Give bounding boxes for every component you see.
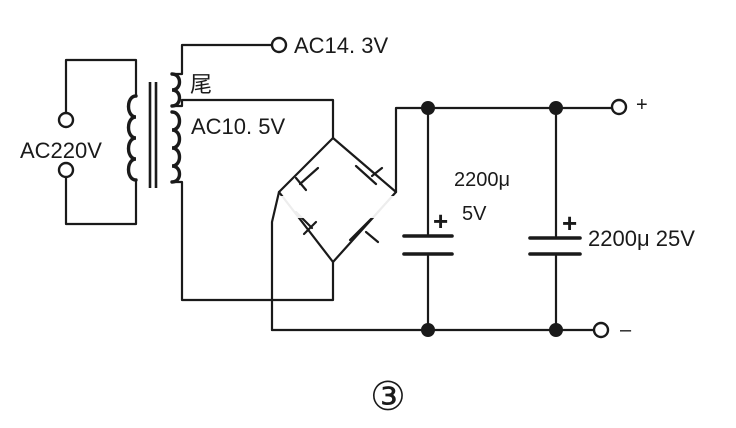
secondary-winding-upper [170,72,182,108]
tap-terminal [270,36,288,54]
secondary-lead-bottom [170,180,335,302]
capacitor-2 [528,106,582,332]
secondary-tail-label: 尾 [190,72,212,97]
secondary-winding-lower [170,110,182,184]
output-positive-label: + [636,94,648,116]
bridge-positive-lead [394,106,430,194]
bridge-negative-lead [270,190,281,332]
cap2-plus-mark: + [562,208,577,238]
input-terminal-top [57,111,75,129]
cap1-value-label: 2200μ [454,169,510,191]
tap-wire [170,43,274,76]
labels: AC220V AC14. 3V 尾 AC10. 5V 2200μ 5V + + … [20,33,695,419]
cap1-plus-mark: + [433,206,448,236]
diode-lower-right [348,216,380,244]
primary-winding [126,94,138,182]
diode-upper-left [294,166,320,192]
cap2-value-label: 2200μ 25V [588,226,695,251]
primary-top-wire [64,58,138,115]
output-terminal-positive [610,98,628,116]
primary-circuit [57,58,138,226]
capacitor-1 [402,106,454,332]
diode-upper-right [354,164,384,186]
output-negative-label: – [620,319,632,341]
secondary-voltage-label: AC10. 5V [191,114,285,139]
output-terminal-negative [592,321,610,339]
bridge-rectifier [268,106,498,332]
input-terminal-bottom [57,161,75,179]
input-voltage-label: AC220V [20,138,102,163]
secondary-lead-top [170,98,335,140]
transformer [126,72,182,188]
figure-number-label: ③ [370,374,406,419]
scan-smudge [268,196,498,218]
secondary-circuit [170,36,335,302]
tap-voltage-label: AC14. 3V [294,33,388,58]
primary-bottom-wire [64,173,138,226]
cap1-voltage-label: 5V [462,203,487,225]
